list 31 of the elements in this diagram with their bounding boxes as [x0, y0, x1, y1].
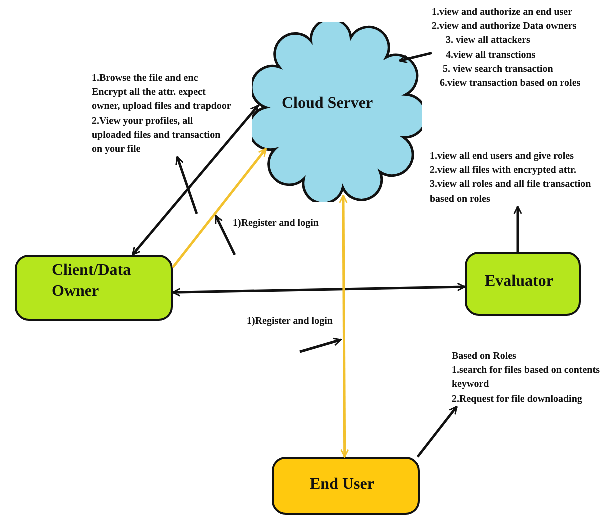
annotation-text: 2.Request for file downloading	[452, 392, 584, 407]
annotation-text: 3. view all attackers	[445, 34, 532, 48]
annotation-text: 2.View your profiles, all uploaded files and transaction on your file	[92, 114, 222, 157]
annotation-text: 1.view and authorize an end user	[432, 6, 574, 20]
arrow	[399, 52, 432, 64]
process-box	[272, 457, 420, 515]
annotation-text: 1.search for files based on contents keyword	[452, 364, 601, 392]
arrow	[176, 156, 198, 214]
annotation-text: 6.view transaction based on roles	[439, 76, 582, 91]
annotation-text: 1.Browse the file and enc Encrypt all the attr. expect owner, upload files and trapdoor	[92, 72, 232, 114]
process-box	[15, 255, 173, 321]
node-label: Cloud Server	[282, 94, 374, 114]
node-label: Evaluator	[485, 272, 554, 292]
process-box	[465, 252, 581, 316]
annotation-text: 1.view all end users and give roles	[430, 150, 575, 164]
edge-label: 1)Register and login	[232, 218, 320, 229]
annotation-text: 2.view and authorize Data owners	[432, 20, 578, 34]
arrow	[172, 282, 466, 297]
arrow	[416, 406, 458, 458]
annotation-text: 3.view all roles and all file transaction based on roles	[430, 178, 592, 207]
arrow	[514, 206, 522, 252]
arrow	[339, 195, 350, 458]
annotation-text: 2.view all files with encrypted attr.	[430, 164, 578, 178]
node-label: Client/Data Owner	[52, 261, 132, 302]
annotation-text: Based on Roles	[452, 350, 518, 364]
arrow	[172, 148, 268, 268]
node-label: End User	[310, 475, 376, 495]
arrow	[132, 105, 260, 256]
edge-label: 1)Register and login	[246, 316, 334, 327]
annotation-text: 5. view search transaction	[442, 62, 554, 77]
annotation-text: 4.view all transctions	[445, 48, 537, 63]
